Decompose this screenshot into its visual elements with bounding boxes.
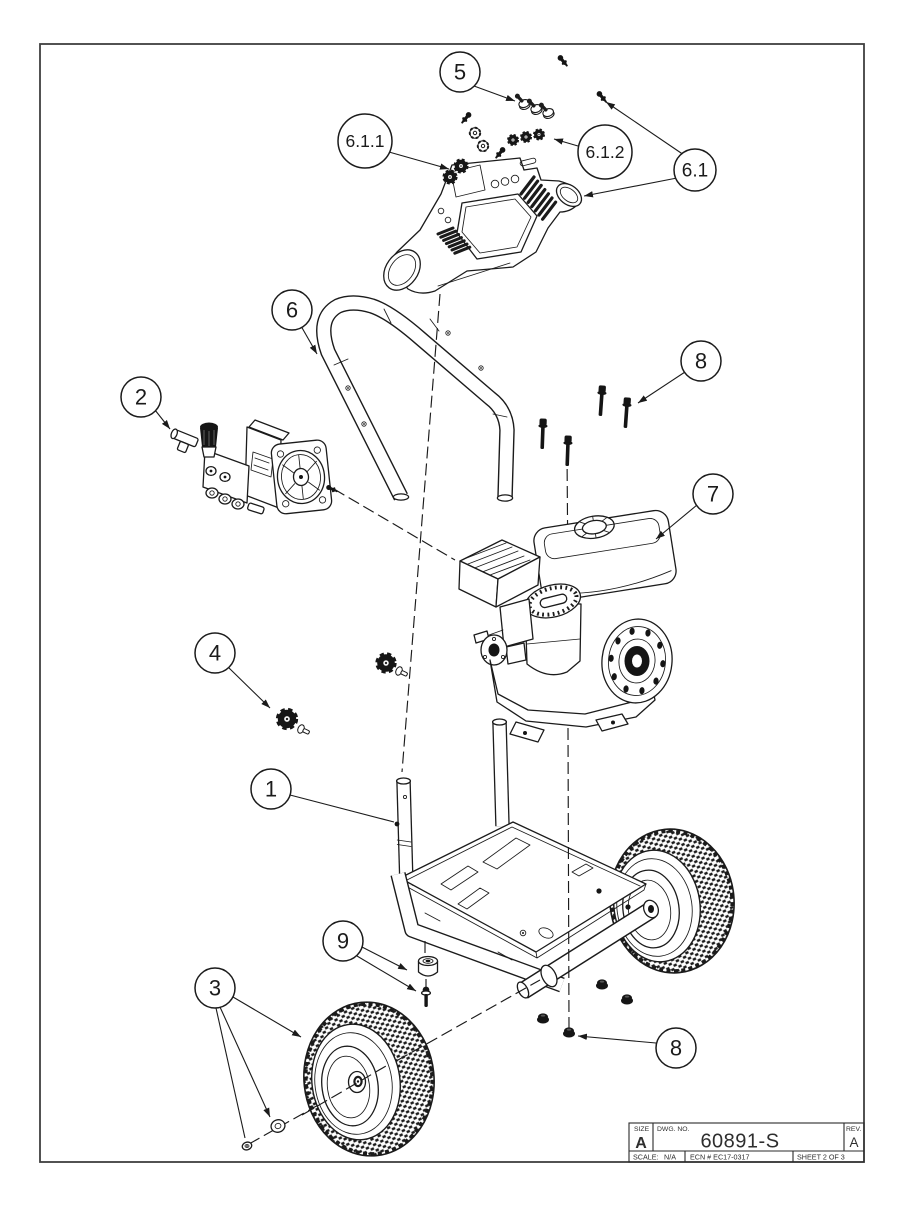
part-control-panel [383, 157, 583, 294]
balloon-8-top-label: 8 [695, 349, 707, 374]
leader-lines [154, 85, 698, 1139]
part-frame [390, 718, 735, 999]
centerline-foot [424, 941, 427, 987]
balloon-6-1-1: 6.1.1 [337, 113, 393, 169]
balloon-4: 4 [194, 632, 236, 674]
part-screws-5 [512, 89, 556, 121]
balloon-6-1-1-label: 6.1.1 [346, 131, 385, 151]
ecn-value: ECN # EC17-0317 [690, 1153, 750, 1162]
balloon-3-label: 3 [209, 976, 221, 1001]
balloon-2: 2 [120, 376, 162, 418]
callout-balloons: 5 6.1.1 6.1.2 6.1 6 2 8 7 [120, 51, 734, 1069]
part-foot [417, 955, 439, 977]
panel-vent-right [519, 175, 558, 221]
centerline-axle [248, 979, 541, 1145]
part-foot-bolt [420, 986, 432, 1007]
balloon-5: 5 [439, 51, 481, 93]
balloon-7: 7 [692, 473, 734, 515]
balloon-6-label: 6 [286, 298, 298, 323]
balloon-6-1-label: 6.1 [682, 161, 708, 182]
centerline-pump-shaft [333, 488, 456, 561]
part-bolts-8 [537, 385, 633, 467]
balloon-2-label: 2 [135, 385, 147, 410]
balloon-6: 6 [271, 289, 313, 331]
balloon-4-label: 4 [209, 641, 221, 666]
centerline-panel [401, 293, 441, 773]
panel-vent-left [436, 226, 472, 255]
balloon-6-1: 6.1 [673, 148, 717, 192]
size-label: SIZE [634, 1126, 650, 1133]
balloon-5-label: 5 [454, 60, 466, 85]
part-axle-nut [241, 1141, 253, 1151]
sheet-border [39, 43, 865, 1163]
part-handle [316, 295, 515, 502]
scale-value: N/A [664, 1153, 676, 1162]
size-value: A [635, 1135, 647, 1152]
rev-label: REV. [846, 1126, 861, 1133]
scale-label: SCALE: [633, 1153, 659, 1162]
balloon-6-1-2-label: 6.1.2 [586, 142, 625, 162]
part-knobs-4 [275, 652, 410, 738]
balloon-1: 1 [250, 768, 292, 810]
balloon-7-label: 7 [707, 482, 719, 507]
dwg-no-label: DWG. NO. [657, 1126, 690, 1133]
balloon-3: 3 [194, 967, 236, 1009]
part-wheel-right [609, 828, 735, 974]
part-nuts-612 [506, 128, 546, 147]
part-engine [458, 509, 677, 743]
balloon-8-bottom: 8 [655, 1027, 697, 1069]
part-pump [170, 419, 339, 515]
title-block: SIZE A DWG. NO. 60891-S REV. A SCALE: N/… [628, 1122, 865, 1163]
part-wheel-left [303, 1001, 435, 1157]
balloon-6-1-2: 6.1.2 [577, 124, 633, 180]
pump-inlet [170, 428, 199, 454]
balloon-8-bottom-label: 8 [670, 1036, 682, 1061]
balloon-9-label: 9 [337, 929, 349, 954]
balloon-8-top: 8 [680, 340, 722, 382]
blower-housing-holes [608, 627, 666, 695]
dwg-no-value: 60891-S [700, 1131, 779, 1153]
balloon-9: 9 [322, 920, 364, 962]
sheet-value: SHEET 2 OF 3 [797, 1153, 845, 1162]
handle-bolt-holes [345, 330, 484, 427]
balloon-1-label: 1 [265, 777, 277, 802]
rev-value: A [849, 1135, 858, 1150]
part-axle-washer [270, 1119, 286, 1133]
fuel-cap [575, 516, 614, 538]
